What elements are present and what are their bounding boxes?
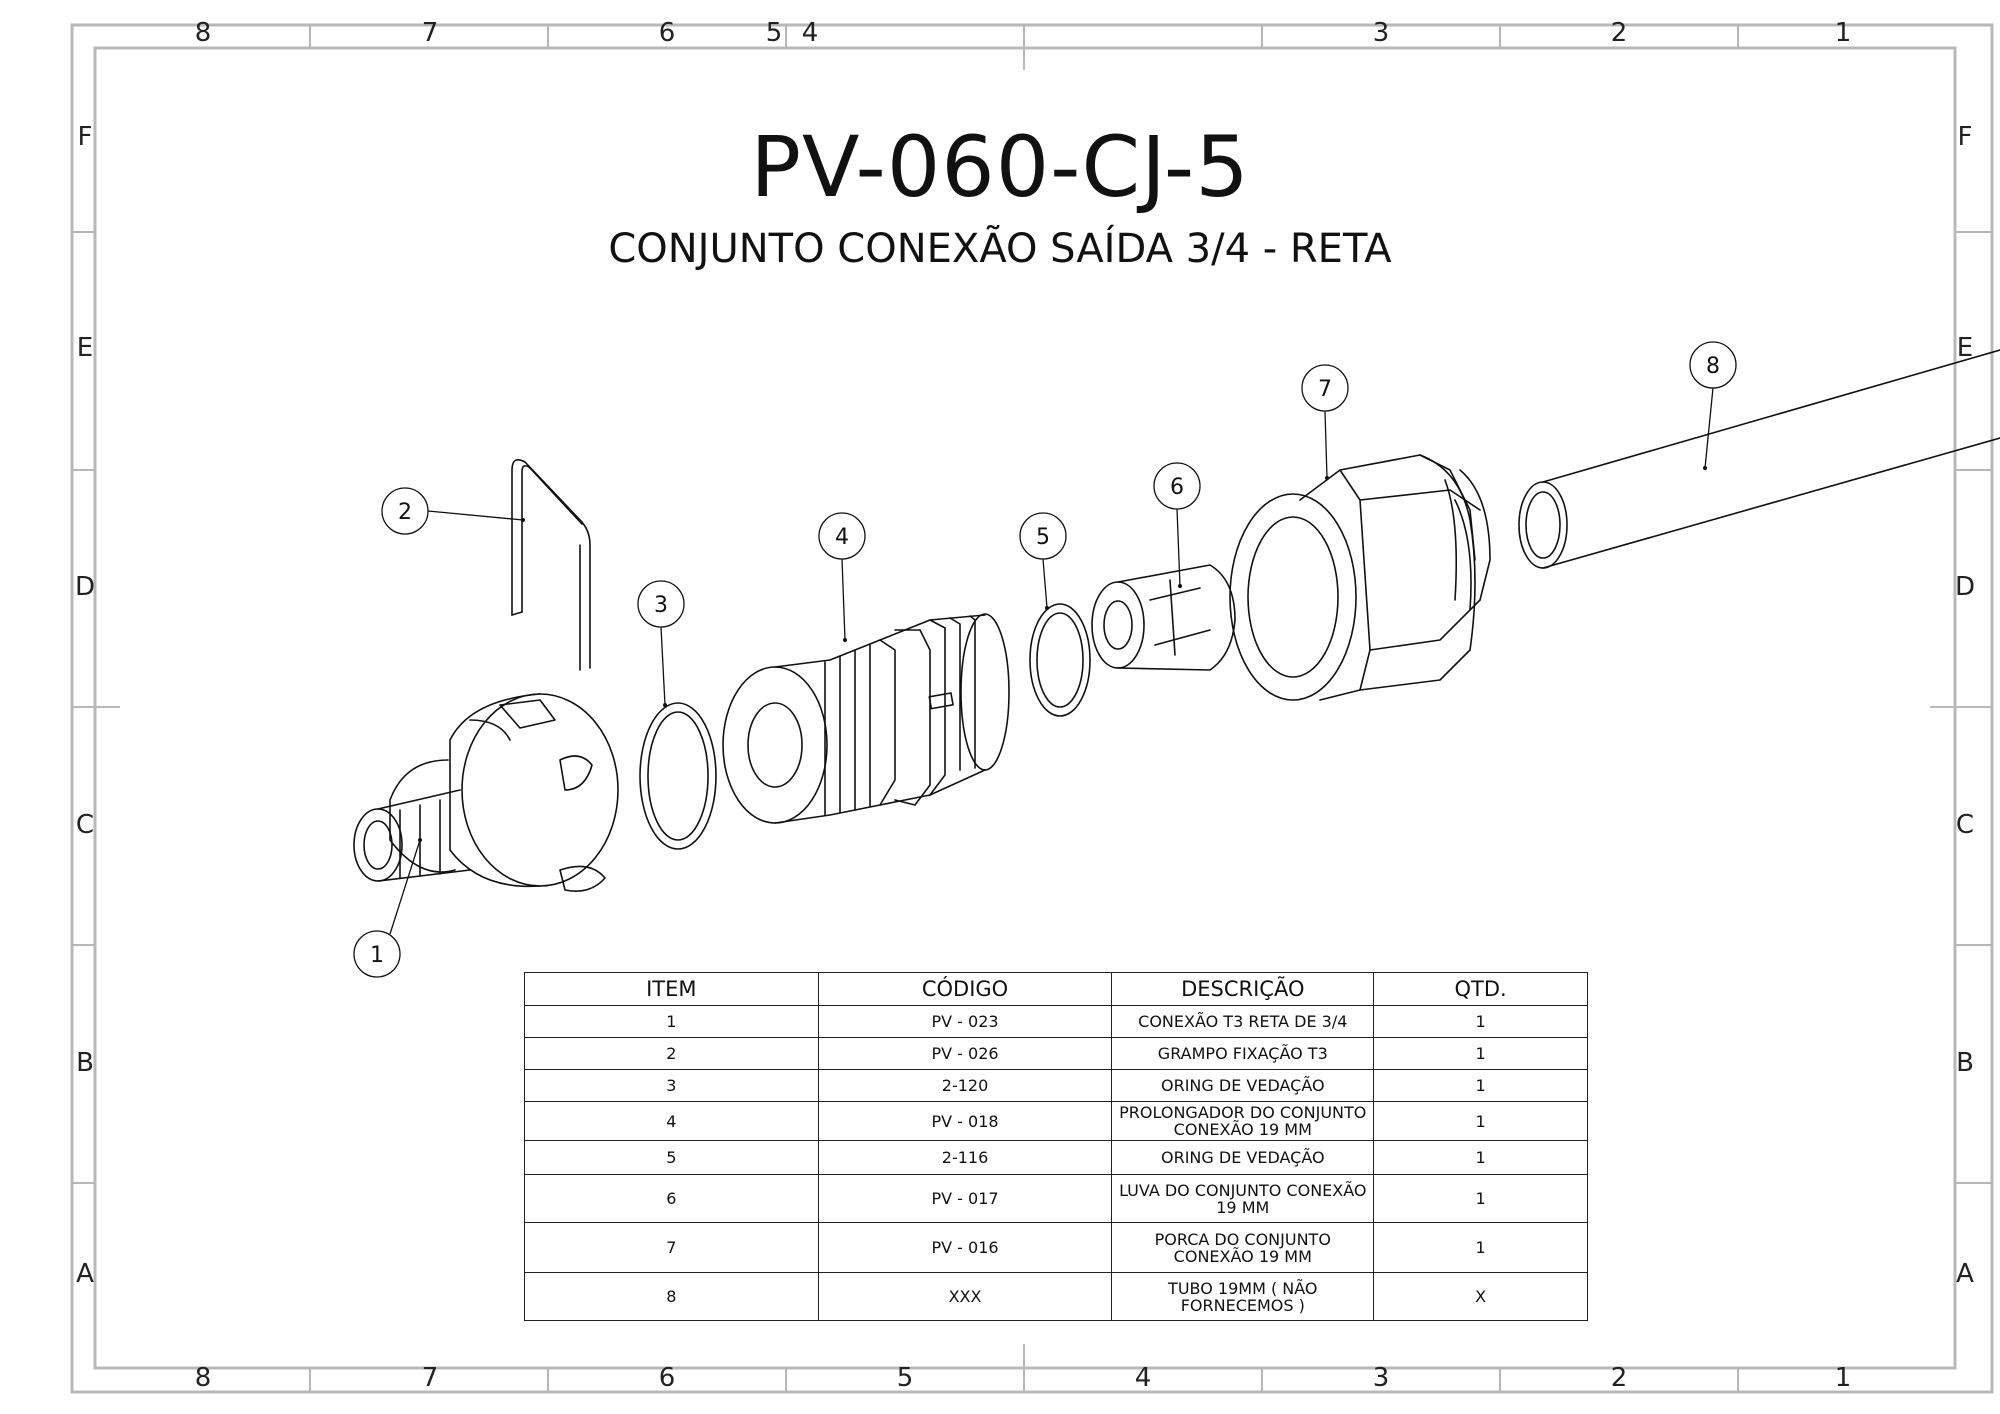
- zone-bottom-3: 3: [1372, 1363, 1390, 1393]
- bom-item: 7: [524, 1222, 819, 1273]
- zone-left-F: F: [77, 122, 93, 152]
- bom-row: 7 PV - 016 PORCA DO CONJUNTO CONEXÃO 19 …: [524, 1222, 1588, 1273]
- zone-left-B: B: [76, 1048, 94, 1078]
- drawing-subtitle: CONJUNTO CONEXÃO SAÍDA 3/4 - RETA: [608, 226, 1392, 272]
- zone-top-3: 3: [1372, 18, 1390, 48]
- zone-left-C: C: [75, 810, 95, 840]
- bom-header-row: ITEM CÓDIGO DESCRIÇÃO QTD.: [524, 972, 1588, 1006]
- zone-top-8: 8: [194, 18, 212, 48]
- bom-qtd: 1: [1373, 1222, 1588, 1273]
- bom-item: 4: [524, 1101, 819, 1141]
- bom-qtd: 1: [1373, 1140, 1588, 1175]
- bom-row: 6 PV - 017 LUVA DO CONJUNTO CONEXÃO 19 M…: [524, 1174, 1588, 1223]
- bom-row: 1 PV - 023 CONEXÃO T3 RETA DE 3/4 1: [524, 1005, 1588, 1038]
- zone-bottom-2: 2: [1610, 1363, 1628, 1393]
- bom-descricao: TUBO 19MM ( NÃO FORNECEMOS ): [1111, 1272, 1375, 1321]
- zone-right-F: F: [1957, 122, 1973, 152]
- bom-item: 8: [524, 1272, 819, 1321]
- zone-top-7: 7: [421, 18, 439, 48]
- balloon-1: 1: [370, 943, 384, 968]
- zone-top-2: 2: [1610, 18, 1628, 48]
- balloon-6: 6: [1170, 475, 1184, 500]
- balloon-2: 2: [398, 500, 412, 525]
- bom-descricao: PROLONGADOR DO CONJUNTO CONEXÃO 19 MM: [1111, 1101, 1375, 1141]
- bom-codigo: 2-120: [817, 1069, 1113, 1102]
- zone-right-D: D: [1954, 572, 1976, 602]
- bom-qtd: 1: [1373, 1037, 1588, 1070]
- bom-item: 3: [524, 1069, 819, 1102]
- drawing-title: PV-060-CJ-5: [750, 118, 1250, 216]
- part-1-connector: [353, 693, 619, 892]
- zone-top-4: 4: [801, 18, 819, 48]
- zone-right-A: A: [1956, 1259, 1974, 1289]
- zone-right-B: B: [1956, 1048, 1974, 1078]
- zone-bottom-6: 6: [658, 1363, 676, 1393]
- bill-of-materials: ITEM CÓDIGO DESCRIÇÃO QTD. 1 PV - 023 CO…: [524, 972, 1588, 1321]
- bom-header-item: ITEM: [524, 972, 819, 1006]
- bom-qtd: 1: [1373, 1101, 1588, 1141]
- bom-row: 3 2-120 ORING DE VEDAÇÃO 1: [524, 1069, 1588, 1102]
- part-7-nut: [1229, 454, 1491, 701]
- zone-bottom-1: 1: [1834, 1363, 1852, 1393]
- zone-top-6: 6: [658, 18, 676, 48]
- bom-header-codigo: CÓDIGO: [817, 972, 1113, 1006]
- zone-top-5: 5: [765, 18, 783, 48]
- bom-codigo: PV - 016: [817, 1222, 1113, 1273]
- bom-descricao: ORING DE VEDAÇÃO: [1111, 1069, 1375, 1102]
- balloon-3: 3: [654, 593, 668, 618]
- bom-codigo: PV - 026: [817, 1037, 1113, 1070]
- bom-qtd: 1: [1373, 1005, 1588, 1038]
- bom-descricao: GRAMPO FIXAÇÃO T3: [1111, 1037, 1375, 1070]
- balloon-8: 8: [1706, 354, 1720, 379]
- bom-item: 5: [524, 1140, 819, 1175]
- part-4-extension: [722, 613, 1010, 824]
- part-3-oring: [639, 702, 717, 850]
- bom-qtd: X: [1373, 1272, 1588, 1321]
- part-8-tube: [1518, 349, 2000, 569]
- bom-row: 4 PV - 018 PROLONGADOR DO CONJUNTO CONEX…: [524, 1101, 1588, 1141]
- bom-descricao: CONEXÃO T3 RETA DE 3/4: [1111, 1005, 1375, 1038]
- balloon-5: 5: [1036, 525, 1050, 550]
- bom-codigo: 2-116: [817, 1140, 1113, 1175]
- bom-codigo: XXX: [817, 1272, 1113, 1321]
- bom-codigo: PV - 017: [817, 1174, 1113, 1223]
- zone-left-E: E: [76, 333, 94, 363]
- zone-left-A: A: [76, 1259, 94, 1289]
- bom-descricao: PORCA DO CONJUNTO CONEXÃO 19 MM: [1111, 1222, 1375, 1273]
- bom-row: 8 XXX TUBO 19MM ( NÃO FORNECEMOS ) X: [524, 1272, 1588, 1321]
- balloon-4: 4: [835, 525, 849, 550]
- zone-bottom-8: 8: [194, 1363, 212, 1393]
- part-2-clip: [511, 459, 591, 671]
- bom-qtd: 1: [1373, 1069, 1588, 1102]
- balloon-7: 7: [1318, 377, 1332, 402]
- zone-right-C: C: [1955, 810, 1975, 840]
- bom-header-qtd: QTD.: [1373, 972, 1588, 1006]
- bom-codigo: PV - 023: [817, 1005, 1113, 1038]
- bom-item: 2: [524, 1037, 819, 1070]
- bom-row: 2 PV - 026 GRAMPO FIXAÇÃO T3 1: [524, 1037, 1588, 1070]
- zone-bottom-4: 4: [1134, 1363, 1152, 1393]
- bom-codigo: PV - 018: [817, 1101, 1113, 1141]
- bom-item: 1: [524, 1005, 819, 1038]
- bom-item: 6: [524, 1174, 819, 1223]
- zone-top-1: 1: [1834, 18, 1852, 48]
- bom-header-descricao: DESCRIÇÃO: [1111, 972, 1375, 1006]
- zone-left-D: D: [74, 572, 96, 602]
- bom-descricao: ORING DE VEDAÇÃO: [1111, 1140, 1375, 1175]
- zone-right-E: E: [1956, 333, 1974, 363]
- bom-qtd: 1: [1373, 1174, 1588, 1223]
- part-6-sleeve: [1091, 564, 1236, 671]
- zone-bottom-5: 5: [896, 1363, 914, 1393]
- part-5-oring: [1029, 603, 1091, 717]
- bom-descricao: LUVA DO CONJUNTO CONEXÃO 19 MM: [1111, 1174, 1375, 1223]
- bom-row: 5 2-116 ORING DE VEDAÇÃO 1: [524, 1140, 1588, 1175]
- zone-bottom-7: 7: [421, 1363, 439, 1393]
